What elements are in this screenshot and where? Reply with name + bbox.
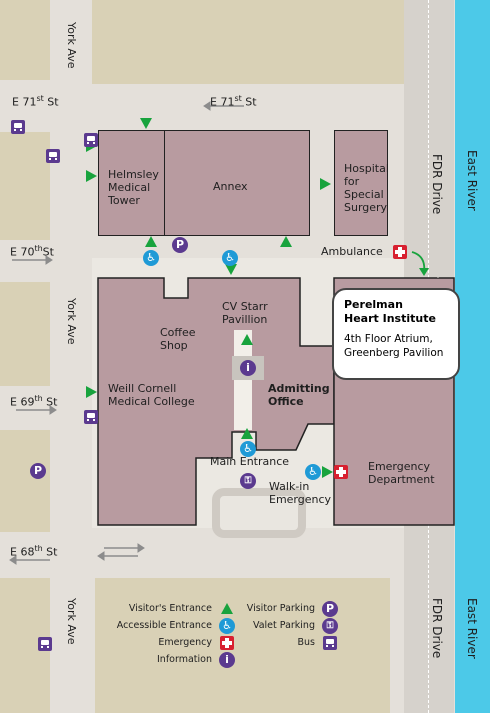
ambulance-label: Ambulance: [321, 245, 383, 258]
legend-emergency: Emergency: [158, 637, 212, 648]
block-w-2: [0, 282, 50, 386]
east-river: [455, 0, 490, 713]
visitor-parking-icon: P: [172, 237, 188, 253]
valet-parking-icon: ⚿: [240, 473, 256, 489]
york-ave-label-mid: York Ave: [65, 298, 78, 345]
wheelchair-icon: ♿: [222, 250, 238, 266]
east-river-label-bottom: East River: [465, 598, 479, 659]
building-helmsley-medical-tower: [98, 130, 165, 236]
legend-emergency-icon: [220, 636, 234, 650]
wheelchair-icon: ♿: [240, 441, 256, 457]
visitor-entrance-icon: [145, 236, 157, 247]
visitor-entrance-icon: [320, 178, 331, 190]
callout-title-line1: Perelman: [344, 298, 403, 311]
block-ne-top: [92, 0, 404, 84]
perelman-heart-institute-callout: Perelman Heart Institute 4th Floor Atriu…: [332, 288, 460, 380]
legend-accessible-entrance: Accessible Entrance: [116, 620, 212, 631]
building-annex: [164, 130, 310, 236]
fdr-drive-label-top: FDR Drive: [430, 154, 444, 215]
visitor-entrance-icon: [322, 466, 333, 478]
block-w-1: [0, 132, 50, 240]
drop-off-loop: [212, 488, 306, 538]
legend-bus-icon: [323, 636, 337, 650]
e68-label: E 68th St: [10, 544, 58, 559]
wheelchair-icon: ♿: [143, 250, 159, 266]
block-nw-top: [0, 0, 50, 80]
legend-visitor-parking: Visitor Parking: [246, 603, 315, 614]
building-hss: [334, 130, 388, 236]
e70-label: E 70thSt: [10, 244, 54, 259]
callout-title-line2: Heart Institute: [344, 312, 436, 325]
legend-bus: Bus: [297, 637, 316, 648]
annex-label: Annex: [213, 180, 248, 193]
visitor-entrance-icon: [280, 236, 292, 247]
visitor-entrance-icon: [140, 118, 152, 129]
emergency-cross-icon: [334, 465, 348, 479]
ambulance-path: [406, 237, 439, 278]
legend-visitors-entrance: Visitor's Entrance: [128, 603, 212, 614]
main-building-shape: [97, 277, 335, 526]
legend-wheelchair-icon: ♿: [219, 618, 235, 634]
legend-visitor-entrance-icon: [221, 603, 233, 614]
york-ave-label-top: York Ave: [65, 22, 78, 69]
legend-valet-parking-icon: ⚿: [322, 618, 338, 634]
block-w-3: [0, 430, 50, 532]
fdr-drive-label-bottom: FDR Drive: [430, 598, 444, 659]
bus-icon: [38, 637, 52, 651]
bus-icon: [46, 149, 60, 163]
visitor-parking-icon: P: [30, 463, 46, 479]
legend-visitor-parking-icon: P: [322, 601, 338, 617]
bus-icon: [84, 410, 98, 424]
visitor-entrance-icon: [241, 428, 253, 439]
legend-information: Information: [157, 654, 212, 665]
callout-detail: 4th Floor Atrium,Greenberg Pavilion: [344, 333, 444, 359]
ambulance-arrow-head: [419, 268, 429, 276]
e71-label-left: E 71st St: [12, 94, 59, 109]
information-icon: i: [240, 360, 256, 376]
emergency-cross-icon: [393, 245, 407, 259]
visitor-entrance-icon: [86, 170, 97, 182]
visitor-entrance-icon: [86, 386, 97, 398]
visitor-entrance-icon: [241, 334, 253, 345]
wheelchair-icon: ♿: [305, 464, 321, 480]
e69-label: E 69th St: [10, 394, 58, 409]
legend-valet-parking: Valet Parking: [252, 620, 315, 631]
legend-information-icon: i: [219, 652, 235, 668]
bus-icon: [11, 120, 25, 134]
main-entrance-label: Main Entrance: [210, 455, 290, 468]
street-arrows: [9, 101, 244, 565]
bus-icon: [84, 133, 98, 147]
e71-label-right: E 71st St: [210, 94, 257, 109]
east-river-label-top: East River: [465, 150, 479, 211]
york-ave-label-bottom: York Ave: [65, 598, 78, 645]
visitor-entrance-icon: [225, 264, 237, 275]
block-south: [95, 578, 390, 713]
